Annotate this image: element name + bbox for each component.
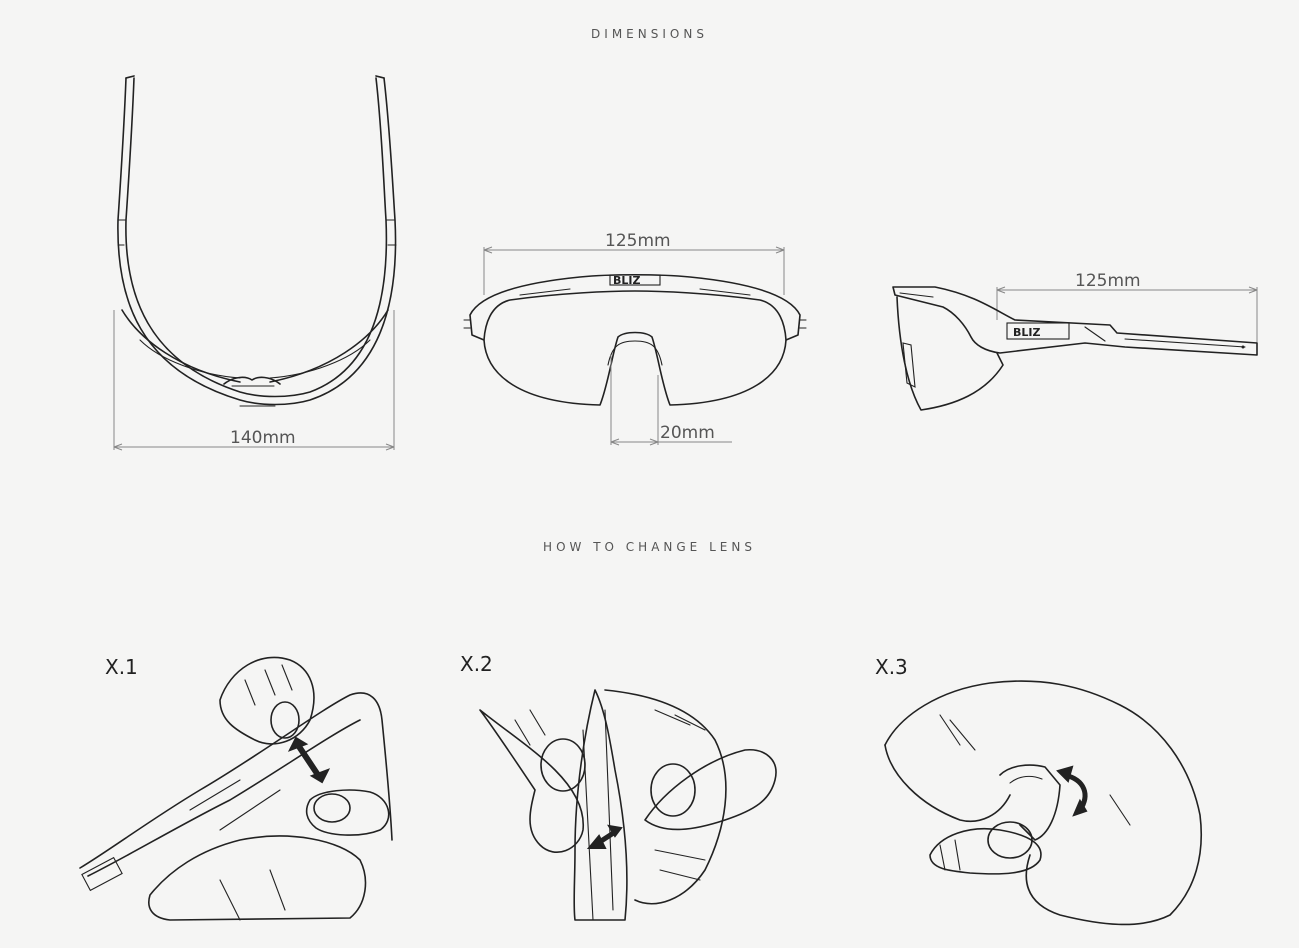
- step-2-label: X.2: [460, 652, 493, 676]
- side-view-frame: BLIZ: [892, 286, 1258, 411]
- step-3-illustration: [880, 675, 1210, 935]
- step-1-label: X.1: [105, 655, 138, 679]
- front-view-logo: BLIZ: [613, 274, 640, 287]
- side-view-dimension: 125mm: [996, 271, 1258, 345]
- step-3-label: X.3: [875, 655, 908, 679]
- step-2-illustration: [475, 670, 795, 930]
- front-view-diagram: 125mm BLIZ 20mm: [460, 225, 810, 455]
- side-view-diagram: 125mm BLIZ: [885, 265, 1265, 425]
- dimensions-heading: DIMENSIONS: [591, 27, 708, 41]
- nose-bridge-width-label: 20mm: [660, 423, 715, 443]
- front-view-dimension-bridge: 20mm: [610, 355, 732, 446]
- how-to-change-lens-heading: HOW TO CHANGE LENS: [543, 540, 756, 554]
- top-view-diagram: 140mm: [100, 70, 410, 460]
- step-1-illustration: [70, 640, 410, 930]
- top-view-width-label: 140mm: [230, 428, 296, 448]
- top-view-dimension: 140mm: [113, 310, 395, 451]
- front-view-frame: BLIZ: [463, 273, 807, 406]
- side-view-logo: BLIZ: [1013, 326, 1040, 339]
- top-view-frame: [117, 75, 397, 407]
- front-view-width-label: 125mm: [605, 231, 671, 251]
- front-view-dimension-top: 125mm: [483, 231, 785, 295]
- side-view-length-label: 125mm: [1075, 271, 1141, 291]
